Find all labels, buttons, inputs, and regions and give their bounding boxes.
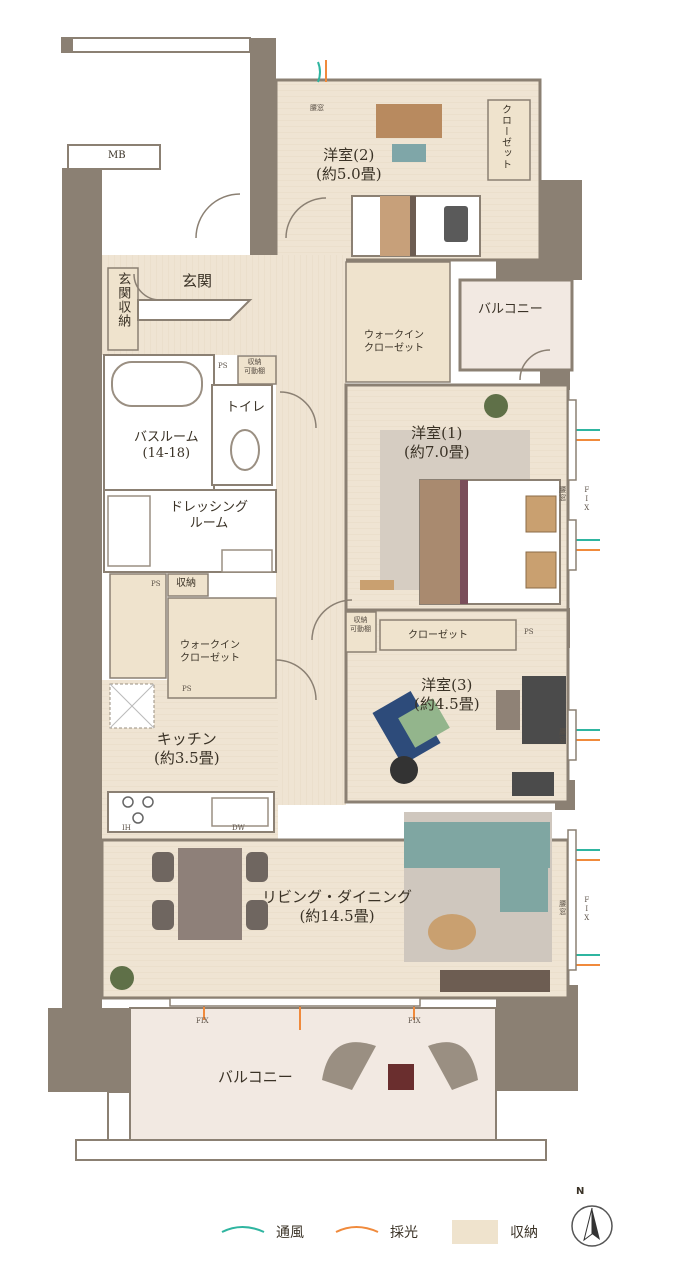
bathtub	[111, 361, 203, 407]
plant-western1	[484, 394, 508, 418]
windows	[169, 399, 577, 1007]
ps-label-3: PS	[182, 685, 192, 693]
balcony-top-left	[61, 37, 251, 170]
closet-western2-label: クローゼット	[499, 104, 511, 170]
room-western3-label: 洋室(3)(約4.5畳)	[414, 676, 480, 713]
storage-label-2: 収納	[176, 578, 196, 589]
balcony-chair-left	[322, 1042, 376, 1090]
legend-lighting-swatch	[335, 1226, 379, 1233]
entrance-storage-label: 玄関収納	[115, 272, 131, 328]
room-toilet-label: トイレ	[226, 400, 266, 415]
doors	[133, 193, 551, 701]
toilet-bowl	[230, 429, 260, 471]
room-kitchen-label: キッチン(約3.5畳)	[154, 730, 220, 767]
fix-label-3: FIX	[582, 486, 591, 513]
balcony-small-area	[458, 278, 574, 372]
legend-ventilation-swatch	[221, 1226, 265, 1233]
kitchen-sink	[211, 797, 269, 827]
plant-living	[110, 966, 134, 990]
window-label-4: 腰窓	[310, 104, 324, 112]
vanity	[107, 495, 151, 567]
ps-label-1: PS	[218, 362, 228, 370]
washing-machine	[221, 549, 273, 573]
room-bathroom-label: バスルーム(14-18)	[134, 430, 199, 462]
fix-label-2: FIX	[408, 1017, 421, 1025]
ih-label: IH	[122, 824, 131, 832]
compass-icon	[571, 1205, 613, 1247]
closet-western3-label: クローゼット	[408, 630, 468, 641]
tv-board	[440, 970, 550, 992]
balcony-table	[388, 1064, 414, 1090]
fix-label-1: FIX	[196, 1017, 209, 1025]
ps-label-4: PS	[524, 628, 534, 636]
wic-lower-label: ウォークインクローゼット	[180, 640, 240, 664]
mb-label: MB	[108, 150, 126, 161]
storage-label-1: 収納可動棚	[244, 358, 265, 375]
wic-upper-label: ウォークインクローゼット	[364, 330, 424, 354]
storage-label-3: 収納可動棚	[350, 616, 371, 633]
storage-areas	[107, 99, 531, 699]
legend-storage-swatch	[452, 1220, 498, 1244]
dining-table	[178, 848, 242, 940]
room-western2-label: 洋室(2)(約5.0畳)	[316, 146, 382, 183]
dishwasher-label: DW	[232, 824, 245, 832]
desk-western3	[522, 676, 566, 744]
legend-storage-label: 収納	[510, 1225, 538, 1241]
legend-ventilation-label: 通風	[276, 1225, 304, 1241]
room-living-label: リビング・ダイニング(約14.5畳)	[262, 888, 413, 925]
legend-lighting-label: 採光	[390, 1225, 418, 1241]
balcony-small-label: バルコニー	[478, 302, 543, 317]
room-entrance-label: 玄関	[182, 272, 213, 290]
window-label-2: 腰窓	[558, 728, 567, 744]
window-label-1: 腰窓	[558, 486, 567, 502]
ps-label-2: PS	[151, 580, 161, 588]
room-dressing-label: ドレッシングルーム	[170, 500, 249, 532]
room-western1-label: 洋室(1)(約7.0畳)	[404, 424, 470, 461]
balcony-chair-right	[428, 1042, 478, 1090]
window-label-3: 腰窓	[558, 900, 567, 916]
entrance-step	[137, 299, 253, 321]
desk-western2	[376, 104, 442, 138]
fix-label-4: FIX	[582, 896, 591, 923]
ventilation-arrows	[317, 61, 600, 956]
compass-north-label: N	[576, 1186, 585, 1197]
balcony-main-area	[129, 1007, 497, 1145]
balcony-railing	[75, 1139, 547, 1161]
hallway-floor	[276, 255, 346, 805]
balcony-main-label: バルコニー	[218, 1068, 293, 1086]
